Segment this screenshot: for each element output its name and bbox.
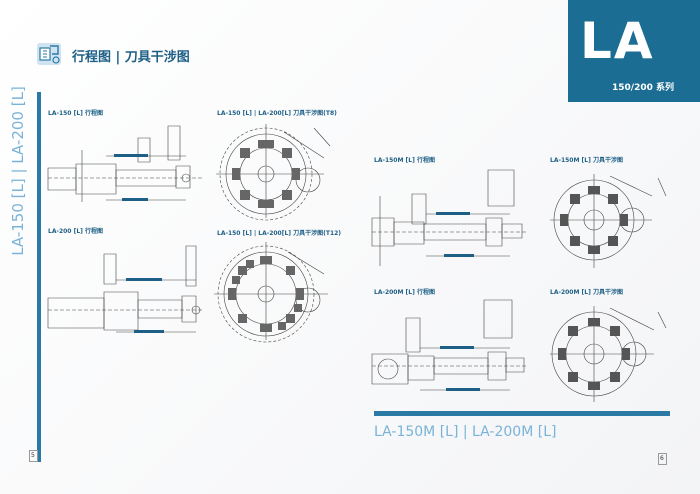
stroke-drawing-la200m (370, 296, 530, 391)
page-title: 行程图 | 刀具干涉图 (72, 50, 190, 65)
page-number-box-right (658, 453, 667, 465)
drawing-title-la150m-stroke: LA-150M [L] 行程图 (374, 157, 435, 164)
interference-drawing-t12 (212, 238, 342, 340)
model-name: LA (580, 12, 655, 70)
side-label: LA-150 [L] | LA-200 [L] (9, 86, 28, 256)
bottom-label: LA-150M [L] | LA-200M [L] (374, 424, 557, 440)
interference-drawing-la200m (548, 298, 670, 402)
model-badge (568, 0, 700, 102)
page-number-box-left (29, 450, 38, 462)
machine-icon (37, 43, 61, 65)
stroke-drawing-la200 (46, 240, 206, 333)
side-accent-bar (37, 92, 41, 462)
drawing-title-interference-t12: LA-150 [L] | LA-200[L] 刀具干涉图(T12) (217, 230, 342, 237)
drawing-title-la150m-interference: LA-150M [L] 刀具干涉图 (550, 157, 623, 164)
drawing-title-la150-stroke: LA-150 [L] 行程图 (48, 110, 103, 117)
interference-drawing-t8 (214, 118, 344, 218)
page-number-left: 5 (31, 452, 35, 459)
drawing-title-interference-t8: LA-150 [L] | LA-200[L] 刀具干涉图(T8) (217, 110, 337, 117)
stroke-drawing-la150 (46, 120, 206, 212)
page-number-right: 6 (660, 455, 664, 462)
series-label: 150/200 系列 (612, 83, 674, 93)
bottom-accent-bar (374, 411, 670, 416)
drawing-title-la200m-stroke: LA-200M [L] 行程图 (374, 289, 435, 296)
stroke-drawing-la150m (370, 166, 530, 272)
interference-drawing-la150m (548, 166, 670, 270)
drawing-title-la200m-interference: LA-200M [L] 刀具干涉图 (550, 289, 623, 296)
drawing-title-la200-stroke: LA-200 [L] 行程图 (48, 228, 103, 235)
